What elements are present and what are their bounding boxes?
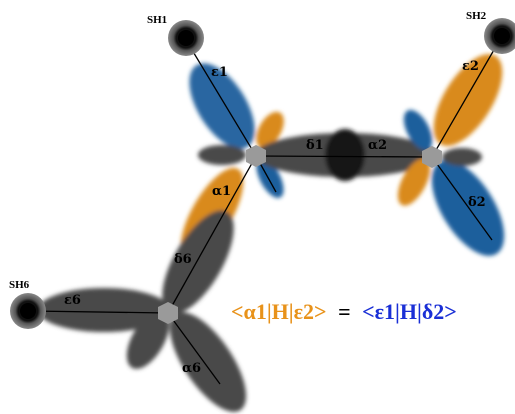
lobe-eps2-orange — [433, 54, 503, 146]
bond-a-b — [255, 155, 433, 158]
atom-c — [158, 302, 178, 324]
label-delta1: δ1 — [306, 138, 324, 153]
label-alpha1: α1 — [212, 184, 231, 199]
label-delta2: δ2 — [468, 195, 486, 210]
label-delta6: δ6 — [174, 252, 192, 267]
sh6-core — [20, 303, 36, 319]
label-eps1: ε1 — [211, 65, 228, 80]
bond-c-alpha6 — [167, 312, 221, 385]
equation-right: <ε1|H|δ2> — [362, 299, 457, 324]
lobe-delta6-gray — [162, 210, 234, 314]
equation-equals: = — [338, 299, 351, 324]
label-alpha6: α6 — [182, 361, 201, 376]
sh6-label: SH6 — [9, 279, 30, 291]
bond-b-sh2 — [431, 35, 503, 158]
orbital-lobes — [38, 54, 505, 412]
label-eps2: ε2 — [462, 59, 479, 74]
sh-sites — [10, 18, 515, 329]
atom-centers — [158, 145, 442, 324]
bond-a-c — [167, 155, 257, 314]
lobe-gray-right-b — [442, 148, 482, 166]
sh1-core — [178, 30, 194, 46]
sh1-label: SH1 — [147, 14, 167, 26]
lobe-alpha6-gray — [169, 312, 247, 412]
label-alpha2: α2 — [368, 138, 387, 153]
lobe-alpha1-orange-small — [256, 111, 284, 149]
bond-c-sh6 — [29, 310, 169, 314]
atom-b — [422, 146, 442, 168]
equation-left: <α1|H|ε2> — [231, 299, 327, 324]
sh2-core — [494, 28, 510, 44]
sh2-label: SH2 — [466, 10, 487, 22]
lobe-gray-lower-c — [126, 311, 170, 369]
atom-a — [246, 145, 266, 167]
bond-b-delta2 — [431, 156, 493, 241]
label-eps6: ε6 — [64, 293, 81, 308]
bond-a-sh1 — [185, 39, 257, 157]
equation: <α1|H|ε2> = <ε1|H|δ2> — [231, 299, 457, 324]
lobe-orange-left-b — [397, 158, 431, 206]
lobe-blue-upper-b — [403, 109, 433, 151]
lobe-gray-left-a — [198, 145, 246, 165]
lobe-eps6-gray — [38, 288, 170, 332]
lobe-bond-center — [325, 129, 365, 181]
